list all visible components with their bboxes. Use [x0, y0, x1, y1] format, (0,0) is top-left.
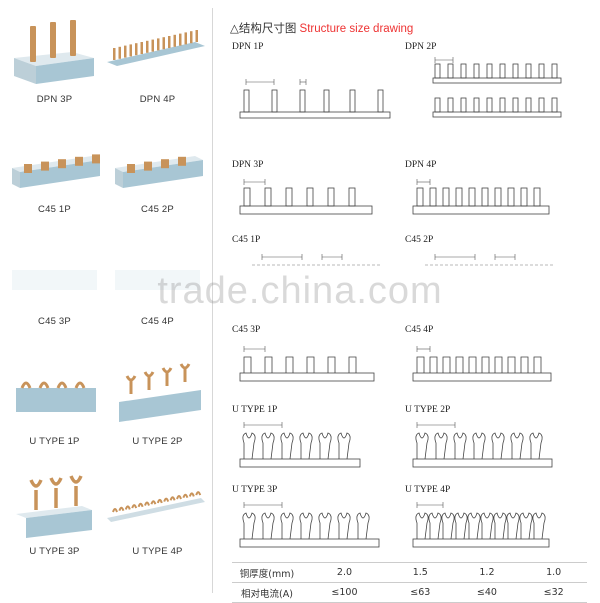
- structure-drawing: U TYPE 3P: [232, 485, 402, 555]
- drawing-figure: [252, 254, 382, 266]
- drawing-figure: [239, 79, 391, 119]
- drawing-label: DPN 4P: [405, 160, 437, 170]
- spec-header: 铜厚度(mm): [232, 562, 302, 583]
- product-photo: [105, 470, 210, 542]
- product-card: U TYPE 3P: [2, 470, 107, 557]
- product-photo: [2, 360, 107, 432]
- product-caption: U TYPE 4P: [132, 546, 183, 557]
- drawing-label: C45 2P: [405, 235, 434, 245]
- structure-drawing: DPN 1P: [232, 42, 402, 119]
- product-caption: U TYPE 2P: [132, 436, 183, 447]
- panel-divider: [212, 8, 213, 593]
- structure-drawing: C45 4P: [405, 325, 575, 395]
- drawing-figure: [239, 422, 361, 468]
- product-photo: [105, 18, 210, 90]
- product-caption: DPN 3P: [36, 94, 73, 105]
- drawing-figure: [412, 179, 550, 215]
- spec-cell: 1.2: [453, 562, 521, 583]
- product-photo: [105, 240, 210, 312]
- spec-cell: 1.0: [520, 562, 587, 583]
- product-photo: [2, 470, 107, 542]
- product-caption: U TYPE 1P: [29, 436, 80, 447]
- drawing-label: U TYPE 3P: [232, 485, 278, 495]
- product-card: C45 2P: [105, 128, 210, 215]
- heading-en: Structure size drawing: [299, 23, 414, 35]
- product-card: C45 3P: [2, 240, 107, 327]
- product-card: U TYPE 1P: [2, 360, 107, 447]
- structure-drawing: C45 3P: [232, 325, 402, 395]
- product-caption: DPN 4P: [139, 94, 176, 105]
- spec-cell: 1.5: [386, 562, 454, 583]
- drawing-figure: [412, 346, 552, 382]
- drawing-figure: [239, 502, 380, 548]
- drawing-label: U TYPE 4P: [405, 485, 451, 495]
- spec-row-thickness: 铜厚度(mm) 2.0 1.5 1.2 1.0: [232, 562, 587, 583]
- product-photo: [2, 18, 107, 90]
- drawing-figure: [412, 502, 550, 548]
- drawing-figure: [412, 422, 553, 468]
- product-card: C45 1P: [2, 128, 107, 215]
- drawing-label: DPN 3P: [232, 160, 264, 170]
- structure-drawing: DPN 3P: [232, 160, 402, 230]
- structure-drawing: U TYPE 2P: [405, 405, 575, 475]
- drawing-label: C45 4P: [405, 325, 434, 335]
- spec-table: 铜厚度(mm) 2.0 1.5 1.2 1.0 相对电流(A) ≤100 ≤63…: [232, 562, 587, 603]
- drawing-label: U TYPE 2P: [405, 405, 451, 415]
- drawing-label: C45 3P: [232, 325, 261, 335]
- structure-drawing: U TYPE 1P: [232, 405, 402, 475]
- drawing-label: C45 1P: [232, 235, 261, 245]
- drawing-label: U TYPE 1P: [232, 405, 278, 415]
- product-photo: [105, 128, 210, 200]
- drawing-figure: [432, 57, 562, 118]
- product-card: U TYPE 2P: [105, 360, 210, 447]
- drawing-figure: [425, 254, 555, 266]
- structure-drawing: C45 2P: [405, 235, 575, 305]
- structure-drawing: U TYPE 4P: [405, 485, 575, 555]
- product-photo: [2, 128, 107, 200]
- spec-cell: 2.0: [302, 562, 387, 583]
- structure-drawing: DPN 2P: [405, 42, 575, 118]
- product-card: U TYPE 4P: [105, 470, 210, 557]
- product-photo: [105, 360, 210, 432]
- drawing-figure: [239, 346, 375, 382]
- product-card: DPN 3P: [2, 18, 107, 105]
- heading-zh: △结构尺寸图: [230, 21, 297, 35]
- drawing-figure: [239, 179, 373, 215]
- product-caption: C45 2P: [141, 204, 174, 215]
- product-caption: C45 1P: [38, 204, 71, 215]
- product-caption: U TYPE 3P: [29, 546, 80, 557]
- structure-drawing: C45 1P: [232, 235, 402, 305]
- product-caption: C45 4P: [141, 316, 174, 327]
- product-card: DPN 4P: [105, 18, 210, 105]
- product-caption: C45 3P: [38, 316, 71, 327]
- drawing-label: DPN 2P: [405, 42, 437, 52]
- product-card: C45 4P: [105, 240, 210, 327]
- product-photo: [2, 240, 107, 312]
- section-heading: △结构尺寸图 Structure size drawing: [230, 20, 413, 36]
- spec-row-current: 相对电流(A) ≤100 ≤63 ≤40 ≤32: [232, 582, 587, 603]
- structure-drawing: DPN 4P: [405, 160, 575, 230]
- watermark: trade.china.com: [157, 270, 443, 312]
- drawing-label: DPN 1P: [232, 42, 264, 52]
- product-photo-panel: DPN 3P DPN 4P C45 1P C45 2P C45 3P C45 4P U TY…: [0, 0, 210, 600]
